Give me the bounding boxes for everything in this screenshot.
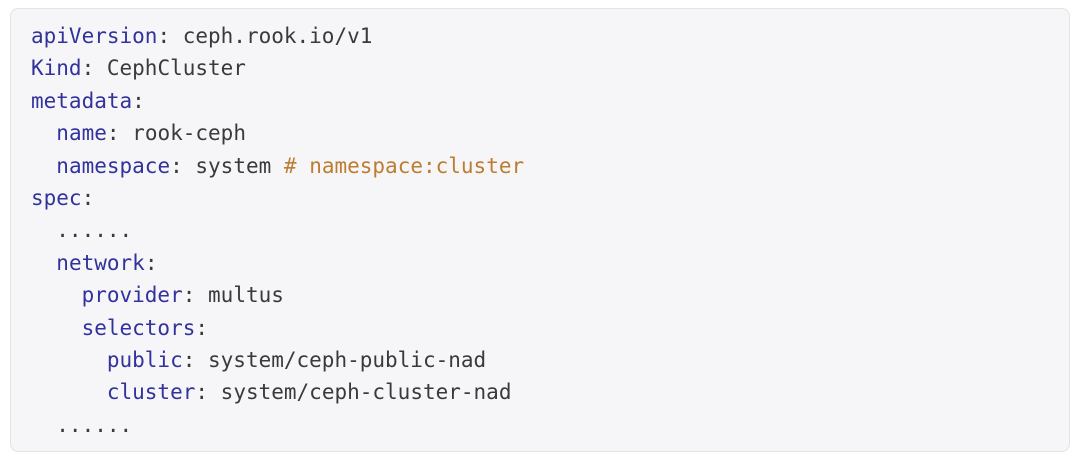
- code-token-value: system/ceph-public-nad: [208, 348, 487, 373]
- code-line: spec:: [31, 182, 1049, 214]
- code-token-key: apiVersion: [31, 24, 158, 48]
- code-token-value: :: [170, 153, 196, 178]
- code-line: metadata:: [31, 85, 1049, 117]
- code-token-value: [31, 348, 107, 372]
- code-line: selectors:: [31, 312, 1049, 344]
- code-token-key: spec: [31, 186, 82, 211]
- code-token-value: :: [157, 24, 183, 48]
- code-token-key: name: [56, 121, 107, 146]
- code-token-value: [31, 283, 82, 307]
- code-token-value: ......: [31, 218, 133, 243]
- code-token-value: [31, 316, 82, 340]
- code-token-comment: # namespace:cluster: [283, 153, 525, 178]
- code-token-key: metadata: [31, 88, 133, 113]
- code-token-value: :: [195, 380, 221, 405]
- code-token-value: :: [106, 121, 133, 146]
- code-line: ......: [31, 409, 1049, 441]
- code-token-value: system/ceph-cluster-nad: [220, 380, 512, 405]
- code-token-key: provider: [81, 283, 183, 308]
- code-token-value: :: [182, 348, 209, 373]
- code-token-value: :: [195, 315, 209, 340]
- code-token-key: cluster: [106, 380, 196, 405]
- code-token-key: Kind: [31, 56, 82, 81]
- code-token-key: public: [106, 348, 183, 373]
- code-token-key: namespace: [56, 153, 171, 178]
- code-line: ......: [31, 214, 1049, 246]
- code-token-value: ......: [31, 412, 133, 437]
- code-token-value: [31, 251, 56, 275]
- code-token-value: :: [81, 186, 95, 211]
- code-token-value: system: [195, 153, 284, 178]
- code-line: cluster: system/ceph-cluster-nad: [31, 376, 1049, 408]
- code-line: public: system/ceph-public-nad: [31, 344, 1049, 376]
- code-token-key: network: [56, 250, 145, 275]
- code-line: provider: multus: [31, 279, 1049, 311]
- code-token-value: [31, 154, 56, 178]
- code-token-value: rook-ceph: [132, 121, 246, 146]
- code-token-value: CephCluster: [106, 56, 246, 81]
- code-line: network:: [31, 247, 1049, 279]
- code-line: name: rook-ceph: [31, 117, 1049, 149]
- code-token-value: :: [132, 88, 145, 113]
- code-line: namespace: system # namespace:cluster: [31, 150, 1049, 182]
- code-token-value: [31, 121, 56, 145]
- code-token-value: multus: [208, 283, 284, 308]
- code-token-value: :: [144, 250, 158, 275]
- code-token-value: ceph.rook.io/v1: [182, 24, 373, 48]
- code-token-value: :: [182, 283, 209, 308]
- code-line: Kind: CephCluster: [31, 52, 1049, 84]
- code-token-key: selectors: [81, 315, 196, 340]
- code-token-value: :: [81, 56, 107, 81]
- code-line: apiVersion: ceph.rook.io/v1: [31, 20, 1049, 52]
- code-token-value: [31, 380, 107, 404]
